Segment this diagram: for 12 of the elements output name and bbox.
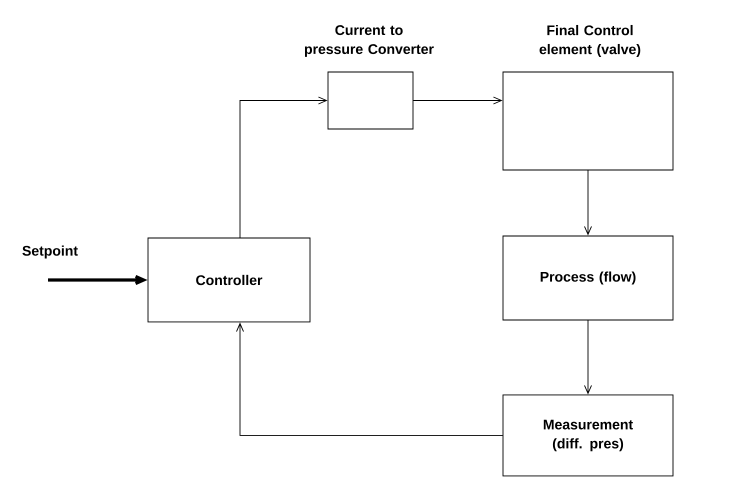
box-heading: Final Control element (valve) [540, 24, 640, 57]
process-box: Measurement (diff. pres) [502, 394, 674, 476]
process-box: Controller [148, 238, 310, 322]
setpoint-label: Setpoint [22, 245, 78, 258]
arrow [584, 170, 592, 236]
arrow [413, 96, 503, 104]
arrow [48, 275, 148, 285]
arrow [240, 96, 328, 238]
process-box: Process (flow) [502, 236, 674, 320]
arrow [584, 320, 592, 395]
box-heading: Current to pressure Converter [304, 25, 434, 57]
arrow [236, 322, 503, 436]
